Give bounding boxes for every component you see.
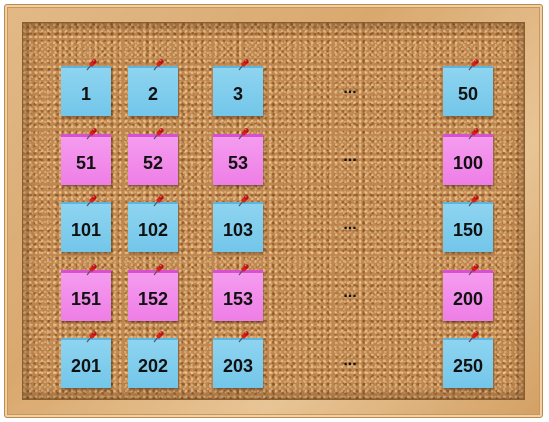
pushpin-icon xyxy=(466,127,480,141)
note-number: 103 xyxy=(223,220,253,241)
pushpin-icon xyxy=(236,127,250,141)
note-number: 250 xyxy=(453,356,483,377)
pushpin-icon xyxy=(151,263,165,277)
note-number: 1 xyxy=(81,84,91,105)
sticky-note[interactable]: 203 xyxy=(213,338,263,388)
pushpin-icon xyxy=(466,330,480,344)
sticky-note[interactable]: 202 xyxy=(128,338,178,388)
note-number: 50 xyxy=(458,84,478,105)
sticky-note-last[interactable]: 150 xyxy=(443,202,493,252)
note-number: 53 xyxy=(228,153,248,174)
pushpin-icon xyxy=(236,58,250,72)
sticky-note[interactable]: 152 xyxy=(128,270,178,321)
sticky-note-last[interactable]: 100 xyxy=(443,134,493,185)
note-number: 202 xyxy=(138,356,168,377)
sticky-note[interactable]: 201 xyxy=(61,338,111,388)
note-number: 3 xyxy=(233,84,243,105)
note-number: 101 xyxy=(71,220,101,241)
sticky-note[interactable]: 103 xyxy=(213,202,263,252)
pushpin-icon xyxy=(236,194,250,208)
pushpin-icon xyxy=(151,58,165,72)
pushpin-icon xyxy=(151,330,165,344)
sticky-note[interactable]: 53 xyxy=(213,134,263,185)
note-number: 2 xyxy=(148,84,158,105)
note-number: 200 xyxy=(453,289,483,310)
note-number: 102 xyxy=(138,220,168,241)
sticky-note[interactable]: 52 xyxy=(128,134,178,185)
sticky-note[interactable]: 102 xyxy=(128,202,178,252)
note-number: 153 xyxy=(223,289,253,310)
note-number: 201 xyxy=(71,356,101,377)
sticky-note[interactable]: 2 xyxy=(128,66,178,116)
sticky-note[interactable]: 151 xyxy=(61,270,111,321)
pushpin-icon xyxy=(236,263,250,277)
ellipsis: ... xyxy=(335,284,365,302)
sticky-note[interactable]: 3 xyxy=(213,66,263,116)
sticky-note-last[interactable]: 250 xyxy=(443,338,493,388)
pushpin-icon xyxy=(466,194,480,208)
pushpin-icon xyxy=(236,330,250,344)
note-number: 203 xyxy=(223,356,253,377)
note-number: 52 xyxy=(143,153,163,174)
sticky-note[interactable]: 101 xyxy=(61,202,111,252)
pushpin-icon xyxy=(151,127,165,141)
ellipsis: ... xyxy=(335,80,365,98)
pushpin-icon xyxy=(84,58,98,72)
note-number: 151 xyxy=(71,289,101,310)
pushpin-icon xyxy=(466,263,480,277)
pushpin-icon xyxy=(84,127,98,141)
pushpin-icon xyxy=(84,263,98,277)
pushpin-icon xyxy=(84,194,98,208)
note-number: 152 xyxy=(138,289,168,310)
pushpin-icon xyxy=(151,194,165,208)
note-number: 51 xyxy=(76,153,96,174)
sticky-note-last[interactable]: 200 xyxy=(443,270,493,321)
sticky-note[interactable]: 1 xyxy=(61,66,111,116)
ellipsis: ... xyxy=(335,148,365,166)
sticky-note[interactable]: 153 xyxy=(213,270,263,321)
ellipsis: ... xyxy=(335,352,365,370)
note-number: 100 xyxy=(453,153,483,174)
pushpin-icon xyxy=(466,58,480,72)
pushpin-icon xyxy=(84,330,98,344)
ellipsis: ... xyxy=(335,216,365,234)
sticky-note-last[interactable]: 50 xyxy=(443,66,493,116)
sticky-note[interactable]: 51 xyxy=(61,134,111,185)
note-number: 150 xyxy=(453,220,483,241)
